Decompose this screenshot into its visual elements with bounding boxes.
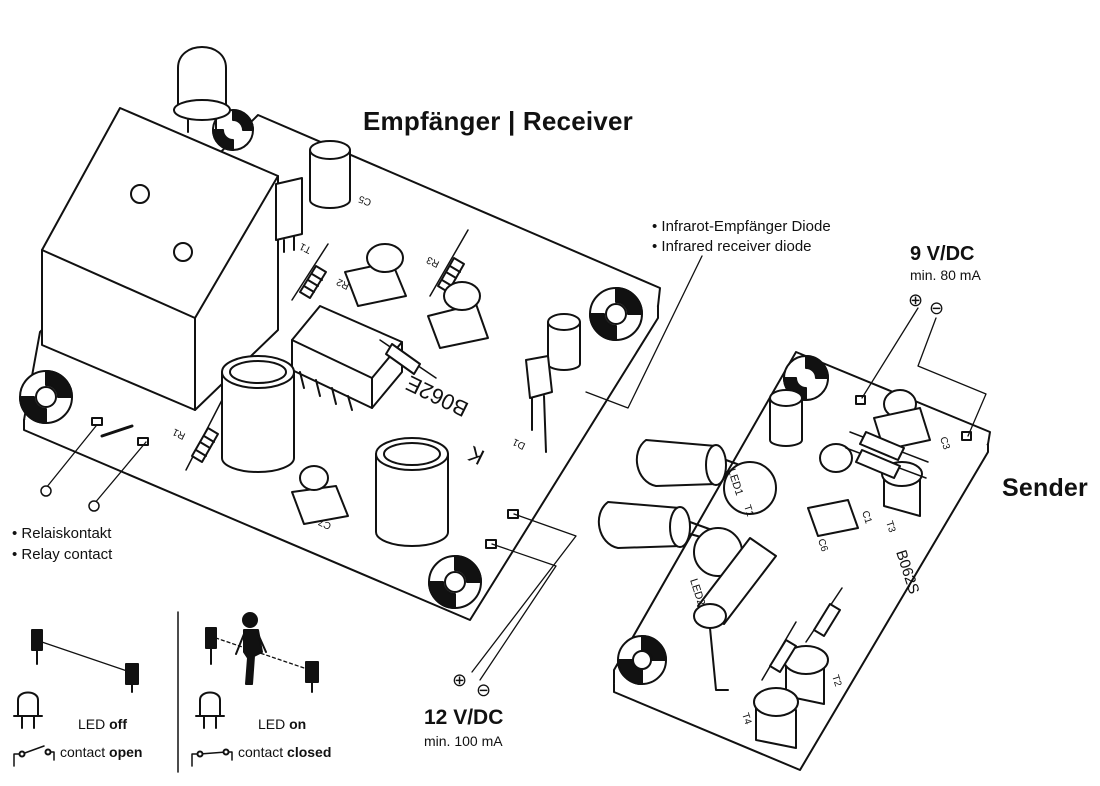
resistor-r1 — [185, 399, 223, 471]
sender-ceramic-capacitor — [807, 443, 859, 537]
receiver-mounting-hole — [212, 109, 254, 151]
receiver-board — [19, 46, 661, 621]
capacitor-c7 — [291, 465, 349, 525]
diode-d1 — [379, 339, 437, 379]
sender-resistor — [805, 587, 843, 643]
receiver-supply-pads — [485, 509, 519, 549]
legend-switch-closed-icon — [191, 748, 233, 767]
label-c7: C7 — [317, 516, 334, 532]
sender-current: min. 80 mA — [910, 267, 981, 283]
label-sender-c6: C6 — [815, 538, 830, 554]
sender-plus-icon: ⊕ — [908, 290, 924, 310]
leader-lines — [45, 255, 987, 681]
sender-title: Sender — [1002, 474, 1088, 502]
sender-minus-icon: ⊖ — [929, 298, 945, 318]
sender-supply-pad — [961, 431, 972, 441]
label-sender-t2: T2 — [829, 674, 843, 689]
sender-led-2 — [598, 501, 713, 549]
receiver-mounting-hole — [19, 370, 73, 424]
legend-led-off-icon — [13, 691, 43, 729]
receiver-title: Empfänger | Receiver — [363, 106, 633, 136]
receiver-current: min. 100 mA — [424, 733, 503, 749]
receiver-minus-icon: ⊖ — [476, 680, 492, 700]
legend-contact-open-text: contact open — [60, 744, 143, 760]
sender-ceramic-capacitor — [873, 389, 931, 451]
sender-mounting-hole — [783, 355, 829, 401]
sender-transistor-t1 — [769, 389, 803, 447]
sender-transistor-t2 — [783, 645, 829, 705]
receiver-voltage: 12 V/DC — [424, 706, 504, 729]
ir-diode-label-en: • Infrared receiver diode — [652, 238, 812, 255]
sender-resistor — [845, 447, 927, 479]
relay-label-en: • Relay contact — [12, 546, 113, 563]
legend-led-on-text: LED on — [258, 716, 307, 732]
ir-receiver-diode — [525, 313, 581, 453]
legend-off-contact-drawing — [31, 629, 139, 693]
label-sender-t1: T1 — [741, 504, 755, 519]
legend — [13, 611, 319, 773]
led-holder — [723, 461, 777, 515]
ceramic-capacitor — [427, 281, 489, 349]
relay-label-de: • Relaiskontakt — [12, 525, 112, 542]
capacitor-c5 — [309, 140, 351, 209]
label-r2: R2 — [335, 276, 352, 292]
receiver-led — [173, 46, 231, 133]
legend-contact-closed-text: contact closed — [238, 744, 332, 760]
relay-terminals — [40, 485, 100, 512]
label-sender-c1: C1 — [859, 510, 874, 526]
label-sender-t3: T3 — [883, 520, 897, 535]
sender-supply-pad — [855, 395, 866, 405]
sender-led-1 — [636, 439, 749, 487]
legend-on-contact-drawing — [205, 627, 319, 693]
legend-led-on-icon — [195, 691, 225, 729]
resistor-r3 — [429, 229, 469, 297]
electrolytic-capacitor — [375, 437, 449, 547]
transistor-t1 — [275, 177, 303, 253]
sender-resistor — [761, 621, 797, 681]
sender-tube-capacitor — [693, 537, 777, 691]
label-t1: T1 — [298, 240, 314, 255]
electrolytic-capacitor — [221, 355, 295, 473]
receiver-mounting-hole — [428, 555, 482, 609]
relay-block — [41, 107, 279, 411]
label-r3: R3 — [425, 254, 442, 270]
ir-diode-label-de: • Infrarot-Empfänger Diode — [652, 218, 831, 235]
sender-board — [598, 351, 991, 771]
legend-led-off-text: LED off — [78, 716, 128, 732]
legend-person-icon — [235, 612, 267, 685]
resistor-r2 — [291, 243, 329, 301]
receiver-mounting-hole — [589, 287, 643, 341]
label-sender-t4: T4 — [739, 712, 753, 727]
receiver-plus-icon: ⊕ — [452, 670, 468, 690]
sender-transistor-t4 — [753, 687, 799, 749]
label-sender-c3: C3 — [937, 436, 952, 452]
sender-resistor — [849, 431, 929, 463]
label-c5: C5 — [357, 193, 373, 208]
label-r1: R1 — [171, 426, 188, 442]
sender-voltage: 9 V/DC — [910, 243, 975, 265]
label-d1: D1 — [511, 436, 528, 452]
legend-switch-open-icon — [13, 745, 55, 767]
sender-mounting-hole — [617, 635, 667, 685]
ceramic-capacitor — [344, 243, 407, 307]
